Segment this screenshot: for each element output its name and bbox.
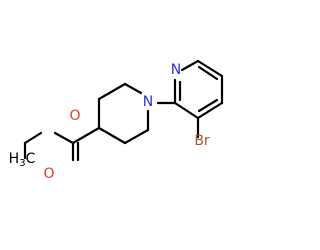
atom-labels: N N Br O O H3C [9,62,210,182]
bond-c3-c2 [173,101,200,120]
bond-pip-c-n-bottom [123,128,150,145]
ring-nitrogen-label: N [171,62,181,78]
bond-pip-top [97,82,127,101]
ester-oxygen-label: O [43,166,54,182]
bond-carbonyl-o-ester [53,131,75,145]
bond-o-ch2 [23,131,43,145]
piperidine-nitrogen-label: N [143,94,153,110]
bond-pip-bottom [97,126,127,145]
bond-c4-carbonyl-c [71,126,101,145]
bond-c4-c3-inner [197,98,219,113]
methyl-group-label: H3C [9,151,36,169]
bond-c6-c5 [196,59,224,78]
bond-pip-n-c-top [123,82,143,95]
bromine-label: Br [194,133,210,149]
bond-c6-c5-inner [197,65,219,81]
chemical-structure-diagram: N N Br O O H3C [9,59,224,182]
bond-c4-c3 [196,101,224,120]
bonds [23,59,224,162]
carbonyl-oxygen-label: O [69,108,80,124]
bond-n-c6 [180,59,200,72]
